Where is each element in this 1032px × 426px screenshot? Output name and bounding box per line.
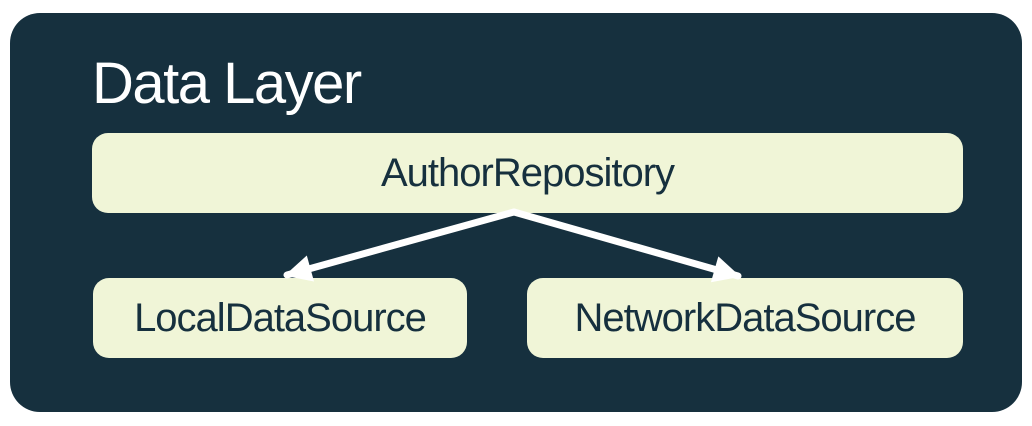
diagram-title: Data Layer — [92, 51, 362, 116]
node-network-data-source-label: NetworkDataSource — [574, 295, 917, 340]
node-local-data-source-label: LocalDataSource — [134, 295, 427, 340]
node-network-data-source: NetworkDataSource — [527, 278, 963, 358]
data-layer-container: Data Layer AuthorRepository LocalDataSou… — [10, 13, 1022, 412]
node-author-repository: AuthorRepository — [92, 133, 963, 213]
node-local-data-source: LocalDataSource — [93, 278, 467, 358]
node-author-repository-label: AuthorRepository — [380, 150, 675, 195]
